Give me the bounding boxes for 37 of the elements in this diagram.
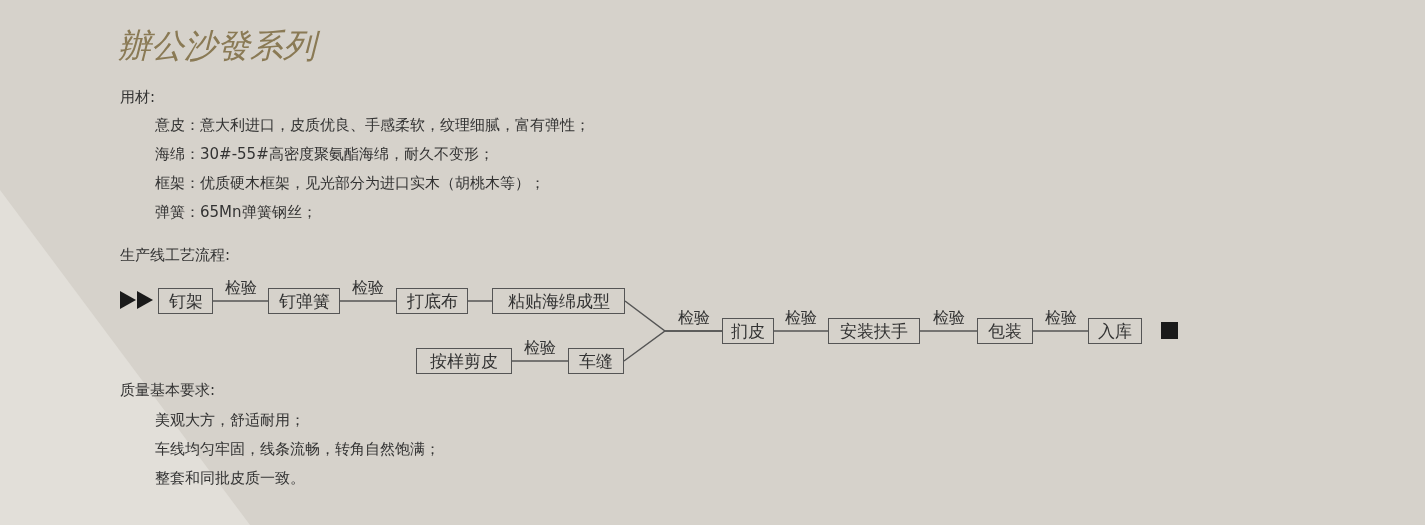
section-heading: 质量基本要求:: [120, 381, 216, 400]
process-box: 钉弹簧: [268, 288, 340, 314]
section-heading: 生产线工艺流程:: [120, 246, 231, 265]
edge-label: 检验: [223, 279, 258, 297]
edge-label: 检验: [676, 309, 711, 327]
process-box: 扪皮: [722, 318, 774, 344]
requirement-line: 整套和同批皮质一致。: [155, 469, 305, 488]
edge-label: 检验: [1043, 309, 1078, 327]
material-line: 海绵：30#-55#高密度聚氨酯海绵，耐久不变形；: [155, 145, 494, 164]
edge-label: 检验: [523, 339, 557, 357]
material-line: 框架：优质硬木框架，见光部分为进口实木（胡桃木等）；: [155, 174, 545, 193]
process-box: 车缝: [568, 348, 624, 374]
requirement-line: 车线均匀牢固，线条流畅，转角自然饱满；: [155, 440, 440, 459]
connector-line: [919, 330, 978, 332]
process-box: 粘贴海绵成型: [492, 288, 625, 314]
edge-label: 检验: [784, 309, 818, 327]
edge-label: 检验: [931, 309, 966, 327]
connector-line: [1032, 330, 1089, 332]
process-box: 按样剪皮: [416, 348, 512, 374]
process-box: 钉架: [158, 288, 213, 314]
connector-line: [339, 300, 397, 302]
material-line: 意皮：意大利进口，皮质优良、手感柔软，纹理细腻，富有弹性；: [155, 116, 590, 135]
end-marker: [1161, 322, 1178, 339]
start-marker: [120, 291, 154, 309]
process-box: 包装: [977, 318, 1033, 344]
connector-line: [511, 360, 569, 362]
process-box: 入库: [1088, 318, 1142, 344]
material-line: 弹簧：65Mn弹簧钢丝；: [155, 203, 317, 222]
requirement-line: 美观大方，舒适耐用；: [155, 411, 305, 430]
process-box: 安装扶手: [828, 318, 920, 344]
connector-line: [467, 300, 493, 302]
section-heading: 用材:: [120, 88, 156, 107]
process-box: 打底布: [396, 288, 468, 314]
connector-line: [212, 300, 269, 302]
edge-label: 检验: [351, 279, 385, 297]
connector-line: [773, 330, 829, 332]
connector-line: [623, 330, 723, 362]
